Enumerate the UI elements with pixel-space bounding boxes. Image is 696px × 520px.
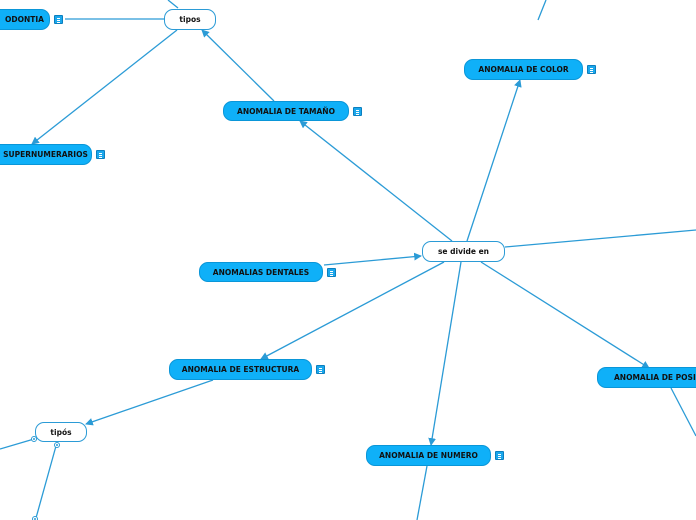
link-color-offscreen <box>537 0 547 21</box>
anomalia-color-label: ANOMALIA DE COLOR <box>478 65 569 74</box>
link-center-to-posicion <box>480 261 650 369</box>
link-center-to-color <box>466 79 522 242</box>
tipos-top-label: tipos <box>179 15 201 24</box>
supernumerarios-label: SUPERNUMERARIOS <box>3 150 88 159</box>
note-icon[interactable] <box>96 150 105 159</box>
anomalias-dentales-node[interactable]: ANOMALIAS DENTALES <box>199 262 323 282</box>
anodontia-label: ODONTIA <box>5 15 44 24</box>
note-icon[interactable] <box>54 15 63 24</box>
link-numero-down <box>416 465 428 520</box>
link-tamano-to-tipos <box>201 29 275 102</box>
tipos-top-node[interactable]: tipos <box>164 9 216 30</box>
link-tipos-bottom-left <box>0 438 35 450</box>
link-center-to-tamano <box>299 120 453 242</box>
anomalia-color-node[interactable]: ANOMALIA DE COLOR <box>464 59 583 80</box>
note-icon[interactable] <box>587 65 596 74</box>
center-node-label: se divide en <box>437 247 490 256</box>
collapse-toggle-icon[interactable] <box>32 516 38 520</box>
link-center-to-estructura <box>260 261 445 360</box>
anomalia-estructura-label: ANOMALIA DE ESTRUCTURA <box>181 365 300 374</box>
anomalia-tamano-node[interactable]: ANOMALIA DE TAMAÑO <box>223 101 349 121</box>
link-tipos-to-supernumerarios <box>31 29 178 145</box>
anomalia-posicion-node[interactable]: ANOMALIA DE POSICI <box>597 367 696 388</box>
note-icon[interactable] <box>327 268 336 277</box>
link-posicion-down <box>670 387 696 437</box>
anomalia-tamano-label: ANOMALIA DE TAMAÑO <box>237 106 335 116</box>
anomalias-dentales-label: ANOMALIAS DENTALES <box>212 267 310 277</box>
center-node[interactable]: se divide en <box>422 241 505 262</box>
supernumerarios-node[interactable]: SUPERNUMERARIOS <box>0 144 92 165</box>
anomalia-numero-node[interactable]: ANOMALIA DE NUMERO <box>366 445 491 466</box>
note-icon[interactable] <box>316 365 325 374</box>
link-estructura-to-tipos <box>85 379 214 426</box>
link-dentales-to-center <box>323 252 422 266</box>
anomalia-numero-label: ANOMALIA DE NUMERO <box>379 451 478 460</box>
collapse-toggle-icon[interactable] <box>54 442 60 448</box>
link-tipos-offscreen <box>167 0 179 9</box>
link-center-offscreen-right <box>504 229 696 248</box>
link-center-to-numero <box>428 261 462 446</box>
note-icon[interactable] <box>495 451 504 460</box>
anomalia-posicion-label: ANOMALIA DE POSICI <box>614 373 696 382</box>
anomalia-estructura-node[interactable]: ANOMALIA DE ESTRUCTURA <box>169 359 312 380</box>
anodontia-node[interactable]: ODONTIA <box>0 9 50 30</box>
note-icon[interactable] <box>353 107 362 116</box>
collapse-toggle-icon[interactable] <box>31 436 37 442</box>
tipos-bottom-label: tipós <box>50 427 72 437</box>
tipos-bottom-node[interactable]: tipós <box>35 422 87 442</box>
link-tipos-bottom-down <box>35 445 57 519</box>
